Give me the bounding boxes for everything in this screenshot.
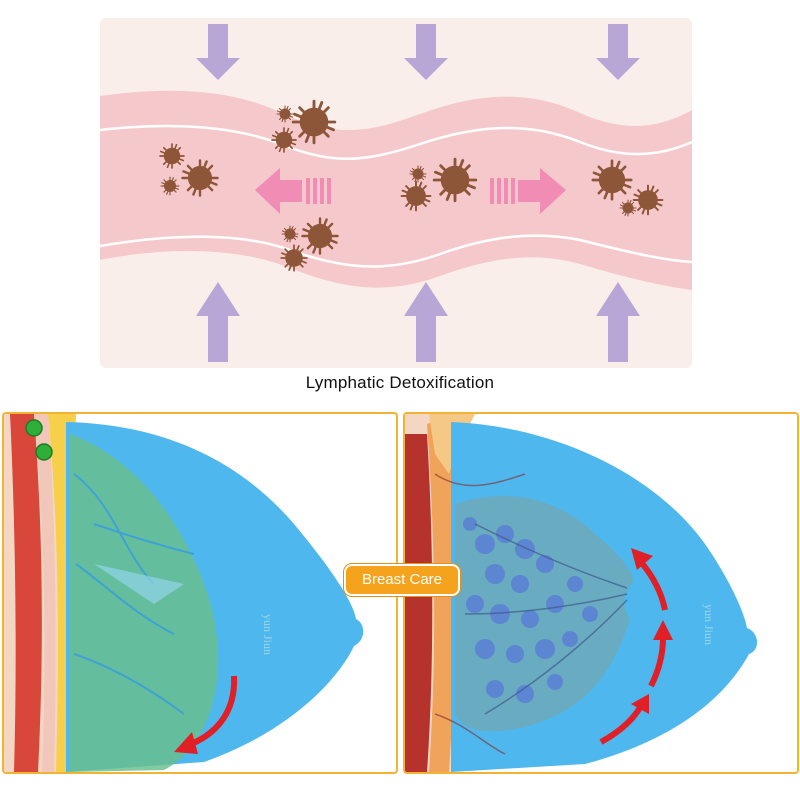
motion-arrow-icon bbox=[174, 675, 238, 754]
up-arrow-icon bbox=[196, 282, 640, 362]
lymph-node bbox=[35, 443, 53, 461]
diagram-caption: Lymphatic Detoxification bbox=[305, 373, 495, 392]
lymph-vessel-svg bbox=[100, 24, 692, 362]
left-arrow-icon bbox=[255, 168, 331, 214]
motion-arrow-icon bbox=[599, 548, 673, 745]
veins bbox=[73, 473, 195, 715]
breast-care-badge: Breast Care bbox=[344, 564, 460, 596]
watermark: yun Jiun bbox=[702, 604, 716, 645]
gland-tissue bbox=[455, 495, 634, 732]
lobules bbox=[463, 517, 598, 703]
lymph-diagram bbox=[100, 18, 692, 368]
muscle-layer bbox=[405, 434, 433, 772]
vessel-wall-top bbox=[100, 124, 692, 160]
breast-section-right: yun Jiun bbox=[403, 412, 799, 774]
right-arrow-icon bbox=[490, 168, 566, 214]
lymph-node bbox=[25, 419, 43, 437]
gland-tissue bbox=[70, 434, 219, 772]
ducts bbox=[464, 523, 628, 715]
vessel-wall-bottom bbox=[100, 234, 692, 268]
breast-section-right-svg: yun Jiun bbox=[405, 414, 758, 772]
breast-section-left-svg: yun Jiun bbox=[4, 414, 364, 772]
down-arrow-icon bbox=[196, 24, 640, 80]
breast-section-left: yun Jiun bbox=[2, 412, 398, 774]
watermark: yun Jiun bbox=[261, 614, 275, 655]
muscle-layer bbox=[10, 414, 42, 772]
